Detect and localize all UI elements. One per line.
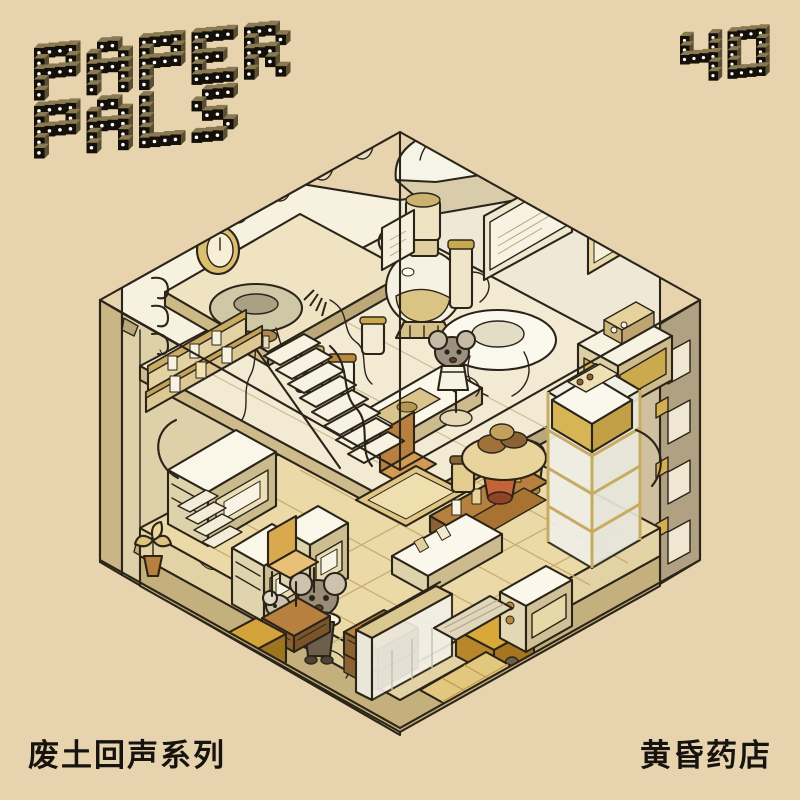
pillar-window-slots — [667, 339, 691, 565]
lab-side-shelf — [144, 324, 264, 414]
series-caption: 废土回声系列 — [28, 738, 226, 774]
mouse-assistant — [427, 329, 480, 397]
glass-door — [354, 580, 454, 702]
elevator-car — [550, 363, 634, 454]
issue-number — [664, 18, 774, 88]
floor-rug — [354, 464, 468, 528]
claw-bracket — [303, 289, 327, 317]
wooden-chair — [266, 514, 320, 608]
potted-plant — [133, 520, 173, 578]
title-caption: 黄昏药店 — [640, 738, 772, 774]
framed-notice — [380, 208, 416, 272]
wall-machine-panel — [498, 564, 574, 654]
condenser-column — [447, 239, 490, 310]
ramp — [432, 594, 514, 642]
lower-staircase — [177, 489, 243, 549]
dispensary-counter — [390, 512, 504, 596]
glass-elevator-shaft — [546, 362, 642, 570]
shop-floor-contents — [133, 362, 642, 722]
paper-pals-logo — [26, 20, 291, 159]
ingredient-mound — [460, 423, 548, 482]
solar-panel-large — [304, 46, 386, 92]
